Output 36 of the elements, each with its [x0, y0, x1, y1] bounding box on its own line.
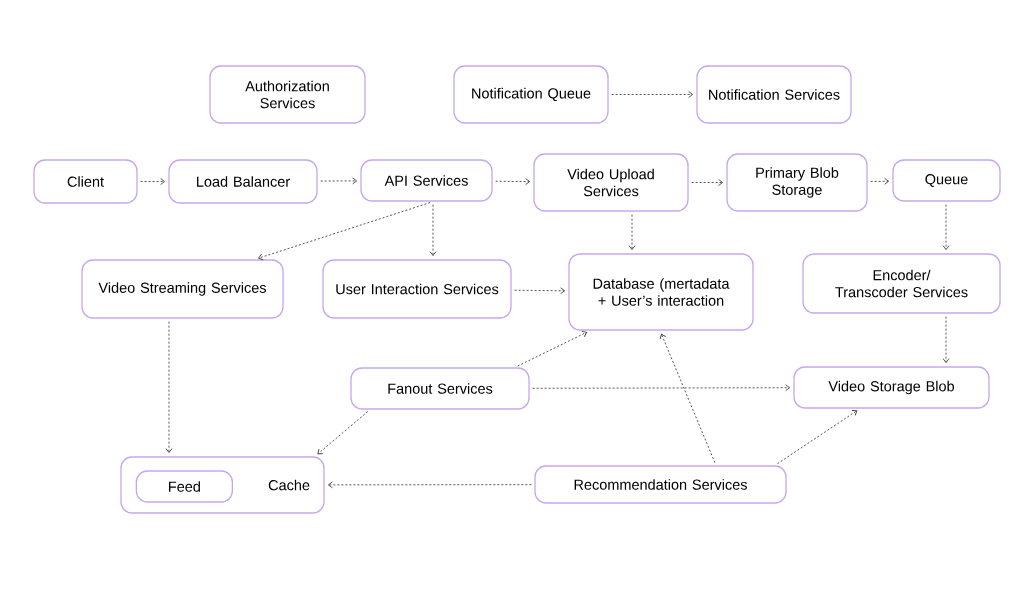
process-box: Notification Queue	[453, 65, 609, 124]
process-box: Notification Services	[696, 65, 852, 124]
process-box: Feed	[135, 470, 233, 503]
process-box: Authorization Services	[209, 65, 366, 124]
arrow	[517, 330, 588, 367]
arrow	[942, 316, 950, 364]
arrow	[429, 204, 437, 257]
arrow	[140, 178, 166, 185]
process-box: Queue	[892, 159, 1001, 202]
process-box: Client	[33, 159, 138, 204]
process-box: Recommendation Services	[534, 465, 787, 504]
arrow	[165, 321, 173, 454]
arrow	[777, 410, 858, 465]
arrow	[495, 178, 531, 185]
process-box: Encoder/ Transcoder Services	[802, 253, 1001, 314]
arrow	[258, 202, 431, 261]
process-box: Video Storage Blob	[793, 366, 990, 409]
arrow	[870, 177, 890, 185]
process-box: API Services	[360, 159, 493, 202]
arrow	[320, 177, 358, 185]
process-box: Video Upload Services	[533, 153, 689, 212]
process-box: Database (mertadata + User’s interaction	[568, 253, 754, 331]
arrow	[659, 333, 716, 463]
arrow	[942, 204, 950, 251]
process-box: Fanout Services	[350, 367, 530, 410]
arrow	[611, 91, 694, 98]
arrow	[317, 411, 369, 455]
process-box: Load Balancer	[168, 159, 318, 204]
arrow	[691, 179, 724, 186]
process-box: Video Streaming Services	[81, 259, 284, 319]
arrow	[514, 287, 566, 295]
arrow	[628, 214, 636, 251]
process-box: Primary Blob Storage	[726, 153, 868, 212]
process-box: User Interaction Services	[322, 259, 512, 319]
arrow	[532, 384, 791, 392]
arrow	[327, 481, 532, 489]
